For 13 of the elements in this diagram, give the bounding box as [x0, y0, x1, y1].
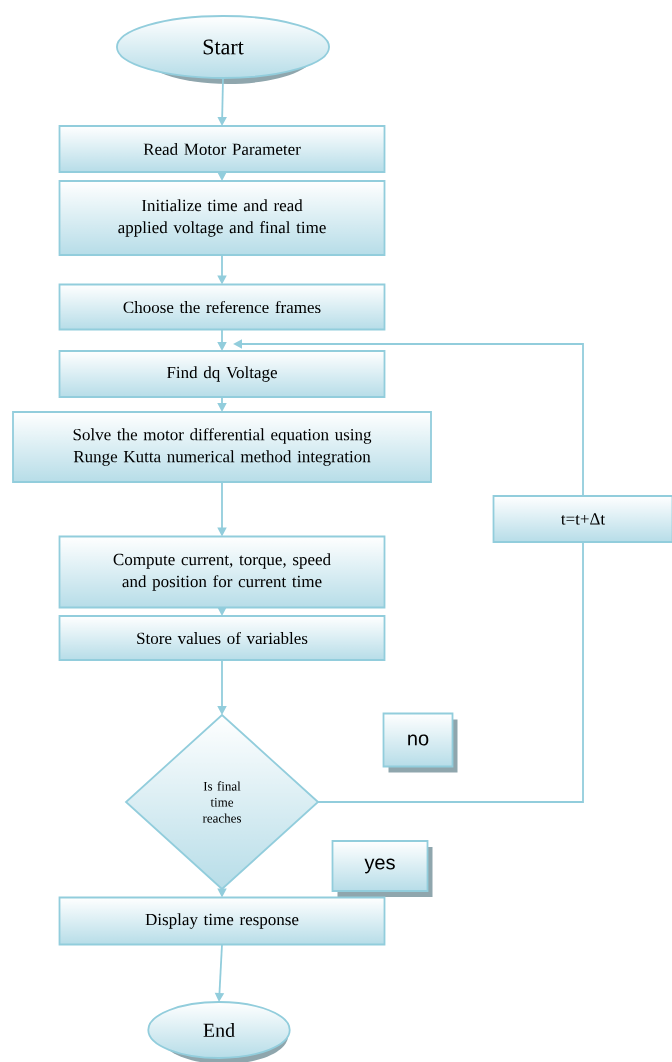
process-box: Find dq Voltage	[58, 350, 386, 398]
process-box: Initialize time and read applied voltage and final time	[58, 180, 386, 256]
start-oval: Start	[116, 15, 330, 84]
process-box: Compute current, torque, speed and position for current time	[58, 535, 386, 609]
answer-tag: no	[382, 712, 458, 773]
process-box: Display time response	[58, 896, 386, 946]
end-oval: End	[147, 1001, 291, 1062]
process-box: Read Motor Parameter	[58, 125, 386, 173]
process-box: Store values of variables	[58, 615, 386, 661]
process-box: Choose the reference frames	[58, 283, 386, 331]
process-box: t=t+Δt	[492, 495, 672, 543]
answer-tag: yes	[331, 840, 433, 897]
process-box: Solve the motor differential equation using Runge Kutta numerical method integration	[12, 411, 432, 483]
